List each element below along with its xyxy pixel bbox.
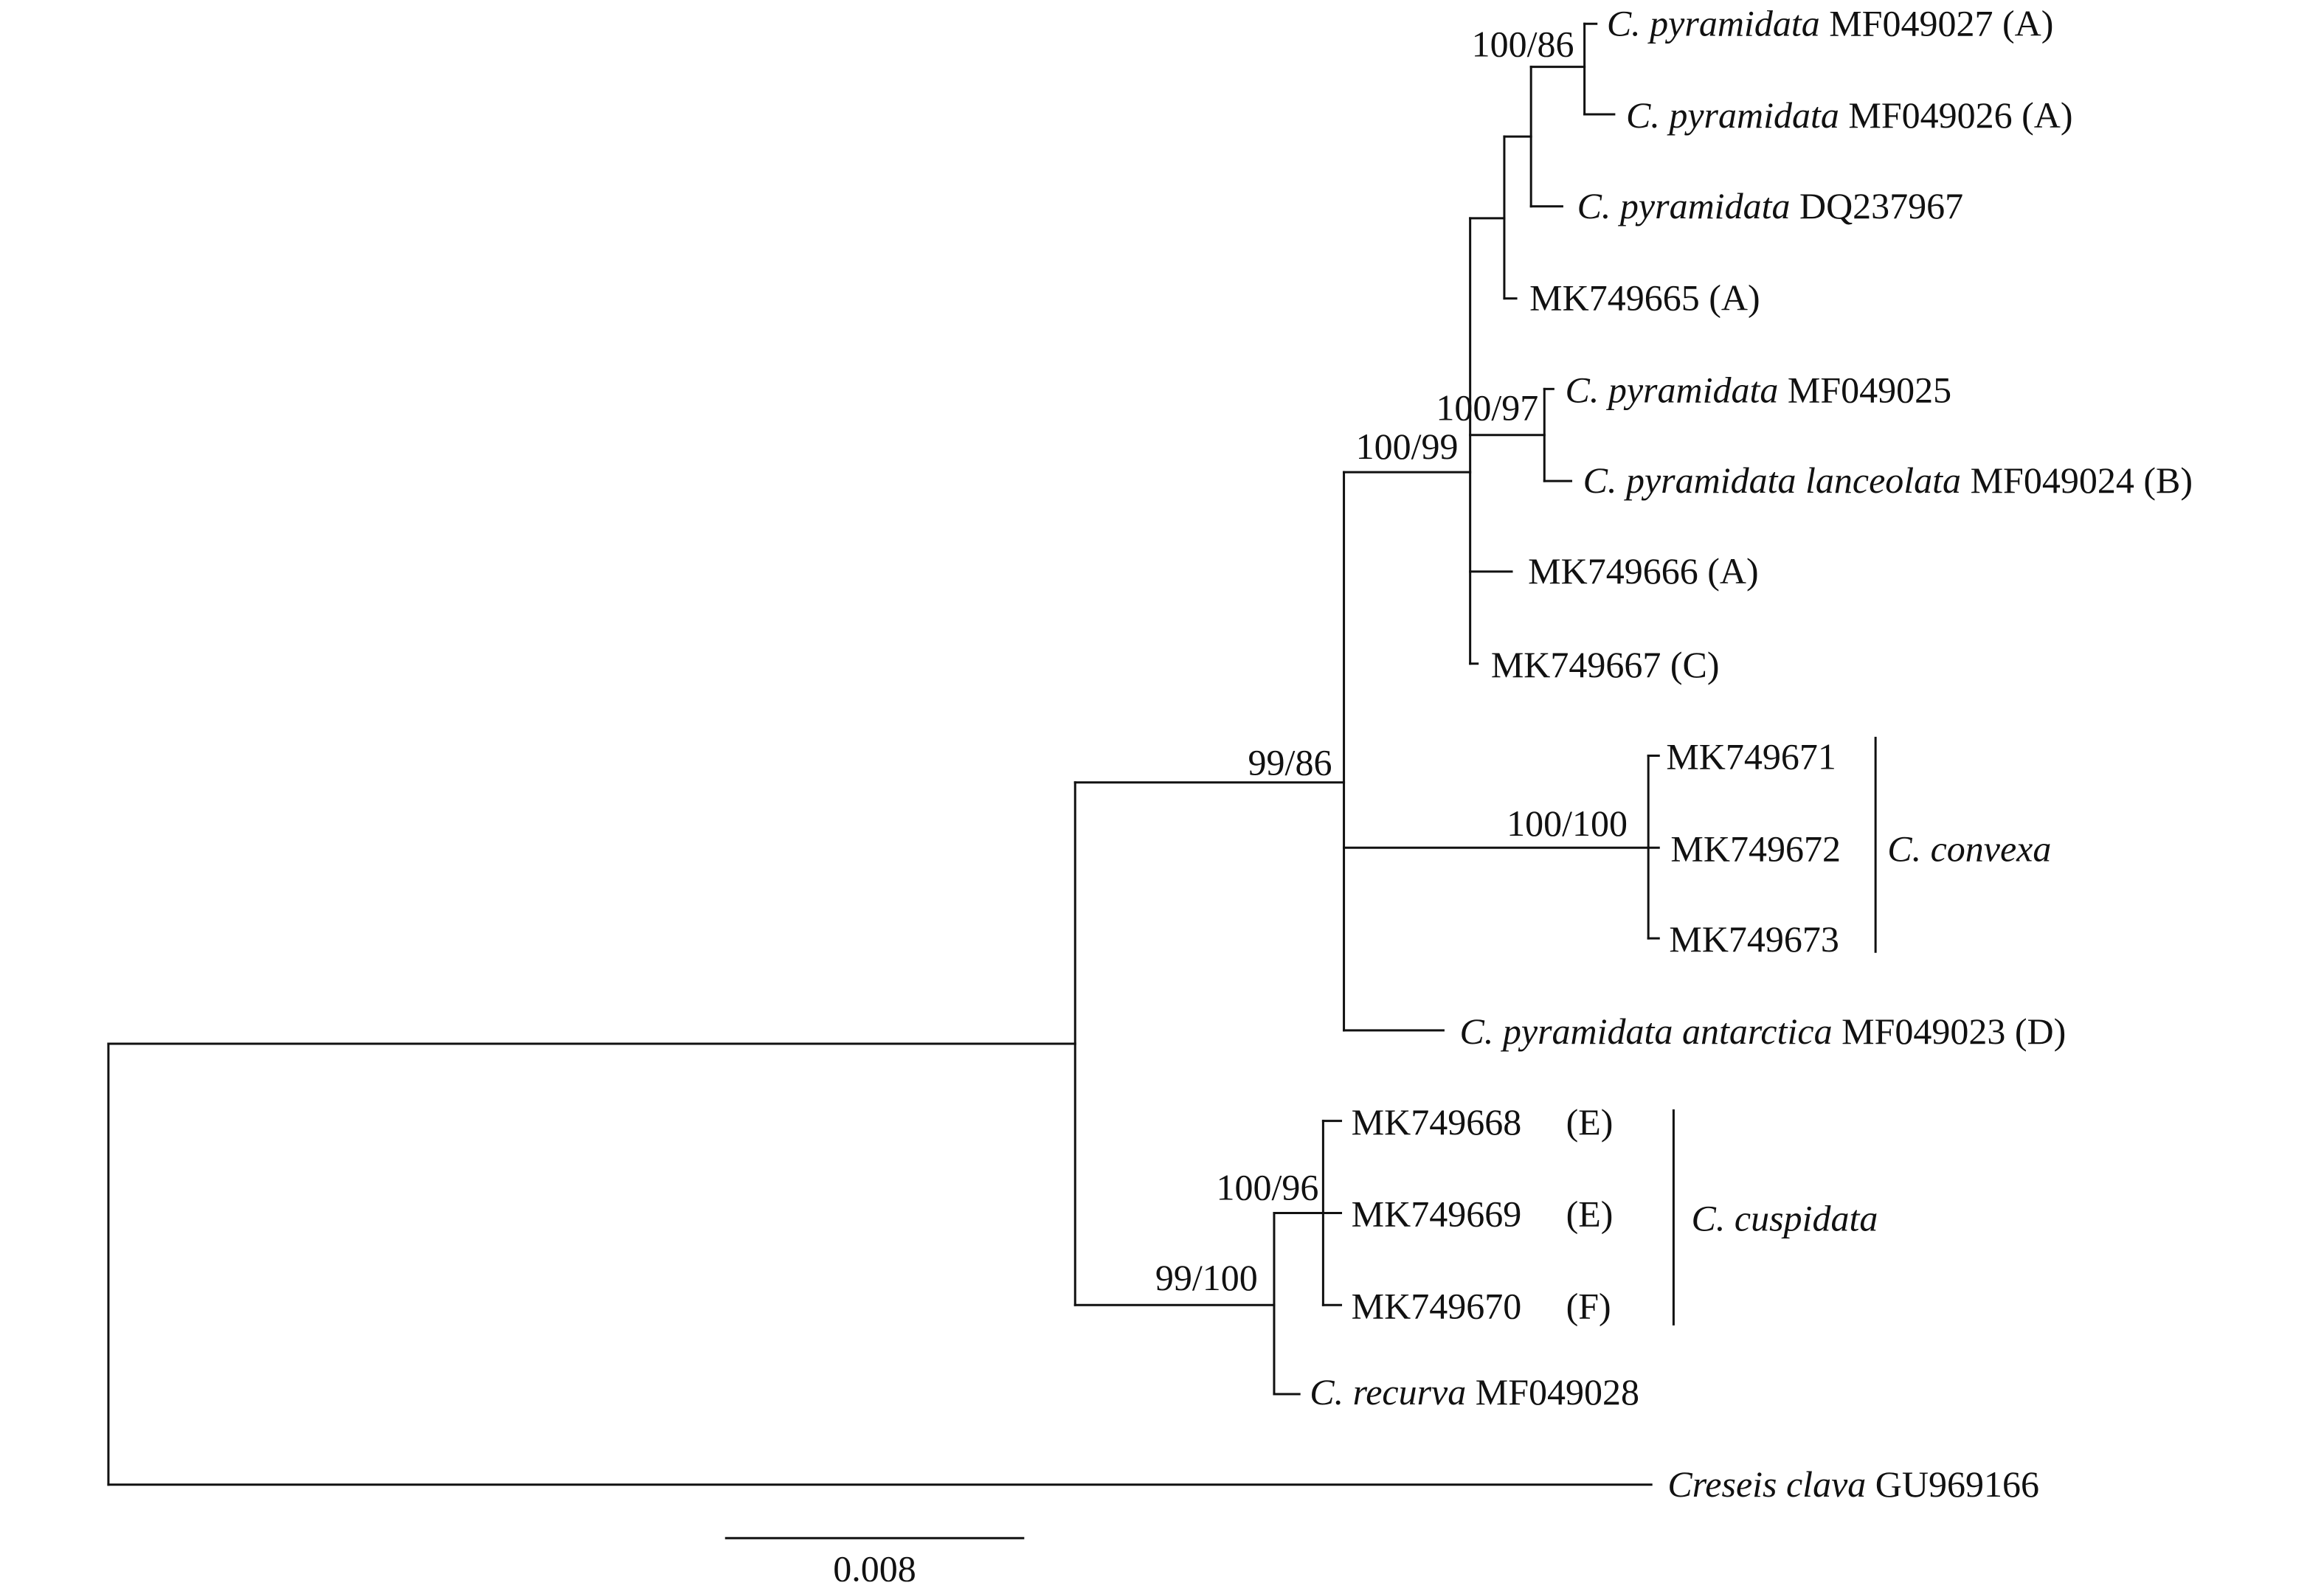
taxon-label-t1: C. pyramidata MF049027 (A) xyxy=(1607,2,2054,44)
support-value: 100/100 xyxy=(1507,803,1628,844)
taxon-label-t17: Creseis clava GU969166 xyxy=(1667,1463,2039,1505)
taxon-label-t15: MK749670(F) xyxy=(1352,1285,1611,1326)
taxon-label-t13: MK749668(E) xyxy=(1352,1101,1614,1143)
taxon-label-t6: C. pyramidata lanceolata MF049024 (B) xyxy=(1583,460,2193,501)
taxon-label-t4: MK749665 (A) xyxy=(1529,277,1760,319)
taxon-label-t9: MK749671 xyxy=(1666,736,1836,777)
tree-branches xyxy=(107,22,1877,1539)
taxon-label-t2: C. pyramidata MF049026 (A) xyxy=(1626,94,2073,136)
support-value: 100/96 xyxy=(1216,1166,1318,1207)
taxon-label-t12: C. pyramidata antarctica MF049023 (D) xyxy=(1460,1011,2067,1052)
taxon-label-t7: MK749666 (A) xyxy=(1528,550,1759,592)
scale-bar-label: 0.008 xyxy=(833,1548,916,1590)
taxon-label-t14: MK749669(E) xyxy=(1352,1193,1614,1235)
taxon-label-t8: MK749667 (C) xyxy=(1491,644,1720,685)
taxon-label-t11: MK749673 xyxy=(1669,918,1839,960)
taxon-label-t3: C. pyramidata DQ237967 xyxy=(1577,185,1964,226)
support-value: 99/86 xyxy=(1248,742,1332,783)
tree-labels: C. pyramidata MF049027 (A) C. pyramidata … xyxy=(833,2,2193,1589)
taxon-label-t5: C. pyramidata MF049025 xyxy=(1565,369,1951,410)
taxon-label-t16: C. recurva MF049028 xyxy=(1310,1371,1639,1413)
support-value: 100/99 xyxy=(1356,426,1459,467)
support-value: 100/97 xyxy=(1436,387,1538,429)
clade-label-cuspidata: C. cuspidata xyxy=(1692,1198,1878,1239)
taxon-label-t10: MK749672 xyxy=(1670,828,1841,869)
support-value: 100/86 xyxy=(1472,23,1574,64)
support-value: 99/100 xyxy=(1155,1257,1258,1298)
clade-label-convexa: C. convexa xyxy=(1887,828,2051,869)
